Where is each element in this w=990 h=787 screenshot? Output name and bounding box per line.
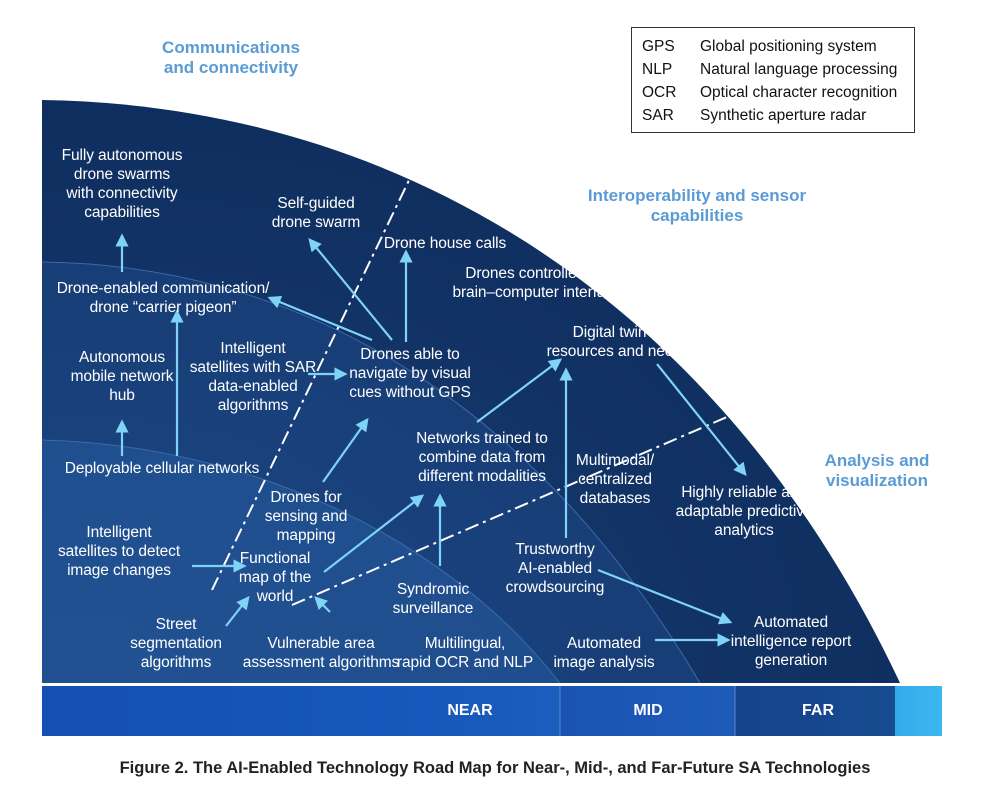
- node-fully-autonomous-swarms: Fully autonomous drone swarms with conne…: [61, 147, 183, 221]
- node-multilingual-ocr-nlp: Multilingual, rapid OCR and NLP: [396, 635, 534, 671]
- legend-abbr: NLP: [642, 61, 673, 78]
- sector-analysis: Analysis and visualization: [824, 451, 930, 490]
- timeline-near: NEAR: [447, 702, 493, 719]
- arrow: [322, 417, 369, 483]
- node-functional-map: Functional map of the world: [238, 550, 312, 605]
- arrow: [225, 595, 250, 627]
- arrow: [476, 358, 563, 423]
- arrow: [267, 295, 373, 342]
- node-sar-satellites: Intelligent satellites with SAR data-ena…: [189, 340, 317, 414]
- sector-communications: Communications and connectivity: [162, 38, 300, 77]
- legend-definition: Natural language processing: [700, 61, 898, 78]
- node-multimodal-databases: Multimodal/ centralized databases: [575, 452, 655, 507]
- arrow: [323, 494, 425, 573]
- legend-box: GPS Global positioning system NLP Natura…: [631, 27, 915, 133]
- arrow: [308, 237, 393, 341]
- legend-definition: Optical character recognition: [700, 84, 898, 101]
- node-sensing-mapping-drones: Drones for sensing and mapping: [264, 489, 348, 544]
- arrow: [314, 596, 331, 613]
- node-carrier-pigeon: Drone-enabled communication/ drone “carr…: [56, 280, 270, 316]
- node-self-guided-swarm: Self-guided drone swarm: [271, 195, 361, 231]
- divider-line-1: [211, 173, 413, 591]
- timeline-mid: MID: [633, 702, 663, 719]
- legend-abbr: GPS: [642, 38, 675, 55]
- node-autonomous-network-hub: Autonomous mobile network hub: [70, 349, 174, 404]
- node-networks-trained: Networks trained to combine data from di…: [416, 430, 548, 485]
- node-brain-computer-drones: Drones controlled via brain–computer int…: [452, 265, 622, 301]
- arrows: [115, 233, 747, 647]
- node-digital-twin: Digital twin of resources and needs: [546, 324, 690, 360]
- node-vulnerable-area: Vulnerable area assessment algorithms: [242, 635, 400, 671]
- node-automated-image-analysis: Automated image analysis: [553, 635, 655, 671]
- figure-caption: Figure 2. The AI-Enabled Technology Road…: [119, 759, 871, 777]
- sector-interoperability: Interoperability and sensor capabilities: [587, 186, 807, 225]
- arrow: [597, 568, 733, 625]
- node-drone-house-calls: Drone house calls: [383, 235, 507, 252]
- legend-definition: Synthetic aperture radar: [700, 107, 867, 124]
- arrow: [656, 363, 747, 477]
- legend-definition: Global positioning system: [700, 38, 877, 55]
- divider-line-2: [291, 403, 758, 606]
- node-street-segmentation: Street segmentation algorithms: [130, 616, 222, 671]
- node-automated-report: Automated intelligence report generation: [730, 614, 852, 669]
- legend-abbr: OCR: [642, 84, 677, 101]
- timeline-far: FAR: [802, 702, 834, 719]
- node-predictive-analytics: Highly reliable and adaptable predictive…: [675, 484, 813, 539]
- node-detect-image-changes: Intelligent satellites to detect image c…: [57, 524, 181, 579]
- node-trustworthy-crowdsourcing: Trustworthy AI-enabled crowdsourcing: [505, 541, 605, 596]
- legend-abbr: SAR: [642, 107, 674, 124]
- node-deployable-cellular: Deployable cellular networks: [64, 460, 260, 477]
- node-visual-navigation-drones: Drones able to navigate by visual cues w…: [349, 346, 471, 401]
- node-syndromic-surveillance: Syndromic surveillance: [392, 581, 474, 617]
